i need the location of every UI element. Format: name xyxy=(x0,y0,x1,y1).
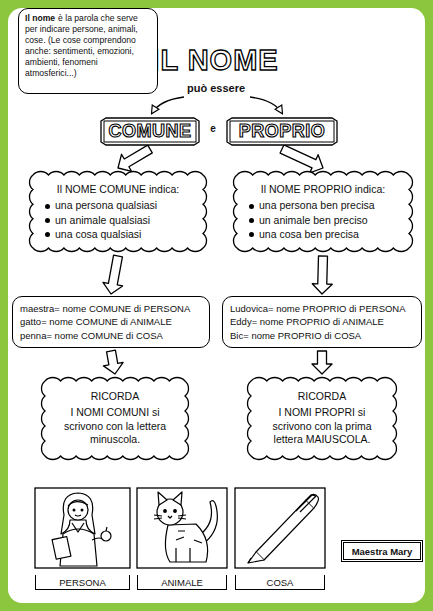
box-text: RICORDA xyxy=(264,390,380,404)
category-banner: PROPRIO xyxy=(226,117,338,146)
teacher-drawing-part xyxy=(61,493,95,534)
teacher-drawing-part xyxy=(101,531,111,541)
reminder-box: RICORDA I NOMI COMUNI si scrivono con la … xyxy=(40,376,190,461)
teacher-drawing-part xyxy=(81,509,83,511)
box-line: I NOMI COMUNI si scrivono con la lettera… xyxy=(58,406,172,447)
box-text: PROPRIO xyxy=(234,121,330,142)
pen-drawing-part xyxy=(248,558,251,563)
box-line: una cosa ben precisa xyxy=(248,227,398,241)
cat-drawing xyxy=(154,492,217,562)
wavy-outline xyxy=(246,376,398,461)
cat-drawing-part xyxy=(165,524,207,562)
box-line: gatto= nome COMUNE di ANIMALE xyxy=(20,315,202,328)
example-box: Ludovica= nome PROPRIO di PERSONAEddy= n… xyxy=(222,296,422,348)
box-text: COSA xyxy=(235,575,325,590)
box-line: un animale ben preciso xyxy=(248,213,398,227)
box-line: una persona ben precisa xyxy=(248,198,398,212)
title-arrow-part xyxy=(152,97,184,113)
banner-inner-border xyxy=(104,121,196,142)
box-line: una cosa qualsiasi xyxy=(44,227,192,241)
teacher-drawing-part xyxy=(75,515,81,516)
teacher-drawing xyxy=(52,493,111,566)
pen-drawing xyxy=(248,494,319,563)
picture-box: PERSONA xyxy=(35,488,130,590)
teacher-drawing-part xyxy=(68,500,88,520)
cat-drawing-part xyxy=(174,510,177,513)
box-line: Bic= nome PROPRIO di COSA xyxy=(230,329,414,342)
teacher-drawing-part xyxy=(52,537,71,560)
cat-drawing-part xyxy=(164,510,167,513)
title: IL NOME xyxy=(140,44,290,77)
definition-box: Il nomeè la parola che serve per indicar… xyxy=(18,8,158,94)
block-arrow xyxy=(312,256,332,294)
cat-drawing-part xyxy=(176,548,190,562)
teacher-drawing-part xyxy=(72,523,84,532)
box-text: Ludovica= nome PROPRIO di PERSONA xyxy=(230,302,414,315)
teacher-drawing-part xyxy=(106,527,107,531)
cat-drawing-part xyxy=(176,531,202,543)
subtitle-label: può essere xyxy=(176,82,256,94)
title-arrow xyxy=(152,97,282,113)
picture-frame-part xyxy=(235,488,325,568)
box-text: ANIMALE xyxy=(137,575,227,590)
example-box: maestra= nome COMUNE di PERSONAgatto= no… xyxy=(12,296,210,348)
box-text: Il NOME COMUNE indica: xyxy=(44,182,192,196)
reminder-box: RICORDA I NOMI PROPRI si scrivono con la … xyxy=(246,376,398,461)
box-line: un animale qualsiasi xyxy=(44,213,192,227)
wavy-outline xyxy=(28,170,208,253)
meaning-box: Il NOME COMUNE indica: una persona qualsi… xyxy=(28,170,208,253)
meaning-box: Il NOME PROPRIO indica: una persona ben p… xyxy=(232,170,414,253)
signature-box: Maestra Mary xyxy=(343,542,421,560)
picture-frame-part xyxy=(35,488,130,568)
picture-frame-part xyxy=(137,488,227,568)
pen-drawing-part xyxy=(296,495,316,512)
box-text: COMUNE xyxy=(108,121,192,142)
wavy-border xyxy=(41,378,188,460)
pen-drawing-part xyxy=(306,494,319,508)
banner-border xyxy=(227,118,337,145)
cat-drawing-part xyxy=(158,492,182,505)
block-arrow xyxy=(103,350,123,374)
teacher-drawing-part xyxy=(68,502,88,506)
box-text: Maestra Mary xyxy=(347,546,417,557)
box-line: penna= nome COMUNE di COSA xyxy=(20,329,202,342)
wavy-border xyxy=(248,378,397,460)
cat-drawing-part xyxy=(154,515,186,519)
teacher-drawing-part xyxy=(73,509,75,511)
wavy-outline xyxy=(40,376,190,461)
conjunction-label: e xyxy=(203,123,223,134)
picture-box: ANIMALE xyxy=(137,488,227,590)
banner-border xyxy=(101,118,199,145)
box-line: una persona qualsiasi xyxy=(44,198,192,212)
box-text: maestra= nome COMUNE di PERSONA xyxy=(20,302,202,315)
picture-frame xyxy=(35,488,325,568)
wavy-outline xyxy=(232,170,414,253)
pen-drawing-part xyxy=(248,552,264,563)
banner-inner-border xyxy=(230,121,334,142)
wavy-border xyxy=(234,172,413,252)
wavy-border xyxy=(29,172,206,252)
block-arrow xyxy=(312,351,332,374)
block-arrow xyxy=(103,255,123,294)
block-arrow xyxy=(280,145,323,173)
box-text: PERSONA xyxy=(35,575,130,590)
box-text: Il NOME PROPRIO indica: xyxy=(248,182,398,196)
box-line: I NOMI PROPRI si scrivono con la prima l… xyxy=(264,406,380,447)
pen-drawing-part xyxy=(256,500,314,560)
box-text: Il nome xyxy=(25,13,55,23)
box-text: RICORDA xyxy=(58,390,172,404)
block-arrow xyxy=(118,145,152,171)
title-arrow-part xyxy=(250,97,282,113)
picture-box: COSA xyxy=(235,488,325,590)
box-line: Eddy= nome PROPRIO di ANIMALE xyxy=(230,315,414,328)
category-banner: COMUNE xyxy=(100,117,200,146)
